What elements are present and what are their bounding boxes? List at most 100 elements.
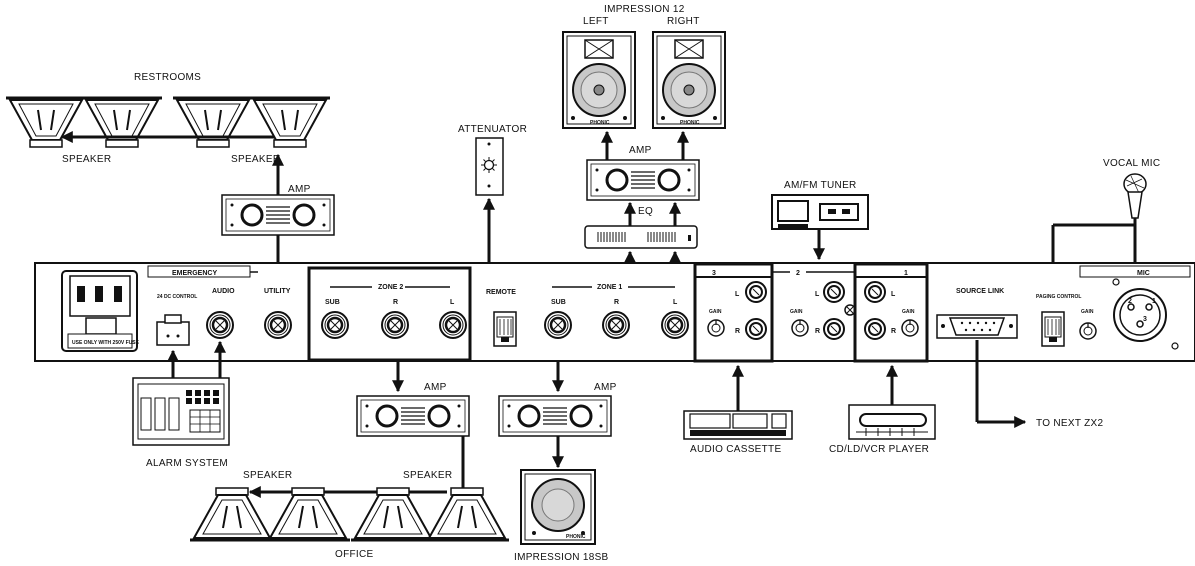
l-label: L — [450, 299, 455, 306]
speaker-horn-icon — [188, 486, 276, 542]
microphone-icon — [1123, 173, 1147, 219]
rca-jack-icon — [864, 281, 886, 303]
xlr-pin-3: 3 — [1143, 316, 1147, 323]
rca-jack-icon — [823, 281, 845, 303]
speaker-cabinet-right — [652, 31, 726, 129]
cd-player-icon — [848, 404, 936, 440]
r-label: R — [735, 328, 740, 335]
db9-icon — [936, 314, 1018, 339]
zone1-label: ZONE 1 — [597, 284, 622, 291]
speaker-label: SPEAKER — [62, 154, 111, 165]
jack-icon — [438, 310, 468, 340]
jack-icon — [263, 310, 293, 340]
alarm-system-label: ALARM SYSTEM — [146, 458, 228, 469]
amplifier-icon — [585, 158, 701, 202]
l-label: L — [673, 299, 678, 306]
amp-label: AMP — [594, 382, 617, 393]
dc-control-label: 24 DC CONTROL — [157, 294, 197, 300]
equalizer-icon — [584, 225, 698, 249]
r-label: R — [614, 299, 619, 306]
rca-jack-icon — [745, 281, 767, 303]
xlr-pin-2: 2 — [1128, 298, 1132, 305]
rj45-icon — [1041, 311, 1065, 347]
knob-icon — [791, 319, 809, 337]
speaker-label: SPEAKER — [243, 470, 292, 481]
phonic-brand: PHONIC — [680, 120, 700, 126]
right-label: RIGHT — [667, 16, 700, 27]
paging-control-label: PAGING CONTROL — [1036, 294, 1081, 300]
eq-label: EQ — [638, 206, 653, 217]
speaker-horn-icon — [4, 96, 88, 149]
speaker-horn-icon — [349, 486, 437, 542]
zone2-label: ZONE 2 — [378, 284, 403, 291]
jack-icon — [380, 310, 410, 340]
vocal-mic-label: VOCAL MIC — [1103, 158, 1160, 169]
sub-label: SUB — [325, 299, 340, 306]
speaker-horn-icon — [171, 96, 255, 149]
r-label: R — [891, 328, 896, 335]
jack-icon — [205, 310, 235, 340]
r-label: R — [393, 299, 398, 306]
amp-label: AMP — [424, 382, 447, 393]
zone2-box — [307, 266, 472, 362]
gain-label: GAIN — [709, 309, 722, 315]
input1-label: 1 — [904, 270, 908, 277]
amplifier-icon — [220, 193, 336, 237]
jack-icon — [660, 310, 690, 340]
audio-cassette-label: AUDIO CASSETTE — [690, 444, 781, 455]
input3-label: 3 — [712, 270, 716, 277]
amp-label: AMP — [288, 184, 311, 195]
cassette-deck-icon — [683, 410, 793, 440]
speaker-cabinet-left — [562, 31, 636, 129]
speaker-horn-icon — [80, 96, 164, 149]
l-label: L — [891, 291, 896, 298]
amplifier-icon — [355, 394, 471, 438]
knob-icon — [901, 319, 919, 337]
r-label: R — [815, 328, 820, 335]
remote-label: REMOTE — [486, 289, 516, 296]
rj45-icon — [493, 311, 517, 347]
l-label: L — [735, 291, 740, 298]
speaker-horn-icon — [248, 96, 332, 149]
subwoofer-icon — [520, 469, 596, 545]
to-next-zx2-label: TO NEXT ZX2 — [1036, 418, 1104, 429]
office-label: OFFICE — [335, 549, 373, 560]
source-link-label: SOURCE LINK — [956, 288, 1004, 295]
impression12-label: IMPRESSION 12 — [604, 4, 685, 15]
knob-icon — [707, 319, 725, 337]
phonic-brand: PHONIC — [566, 534, 586, 540]
speaker-label: SPEAKER — [231, 154, 280, 165]
xlr-icon — [1113, 288, 1167, 342]
rca-jack-icon — [823, 318, 845, 340]
phonic-brand: PHONIC — [590, 120, 610, 126]
impression18sb-label: IMPRESSION 18SB — [514, 552, 609, 563]
sub-label: SUB — [551, 299, 566, 306]
xlr-pin-1: 1 — [1152, 298, 1156, 305]
input2-label: 2 — [796, 270, 800, 277]
speaker-horn-icon — [264, 486, 352, 542]
l-label: L — [815, 291, 820, 298]
attenuator-label: ATTENUATOR — [458, 124, 527, 135]
am-fm-tuner-label: AM/FM TUNER — [784, 180, 857, 191]
speaker-label: SPEAKER — [403, 470, 452, 481]
alarm-system-icon — [132, 377, 230, 446]
amp-label: AMP — [629, 145, 652, 156]
gain-label: GAIN — [790, 309, 803, 315]
jack-icon — [320, 310, 350, 340]
rca-jack-icon — [864, 318, 886, 340]
input3-box — [693, 262, 774, 363]
utility-label: UTILITY — [264, 288, 291, 295]
jack-icon — [601, 310, 631, 340]
fuse-note: USE ONLY WITH 250V FUSE — [72, 340, 140, 346]
knob-icon — [1079, 322, 1097, 340]
emergency-label: EMERGENCY — [172, 270, 217, 277]
power-inlet-icon — [61, 270, 138, 352]
gain-label: GAIN — [1081, 309, 1094, 315]
rca-jack-icon — [745, 318, 767, 340]
audio-label: AUDIO — [212, 288, 235, 295]
speaker-horn-icon — [423, 486, 511, 542]
amplifier-icon — [497, 394, 613, 438]
cd-player-label: CD/LD/VCR PLAYER — [829, 444, 929, 455]
restrooms-label: RESTROOMS — [134, 72, 201, 83]
